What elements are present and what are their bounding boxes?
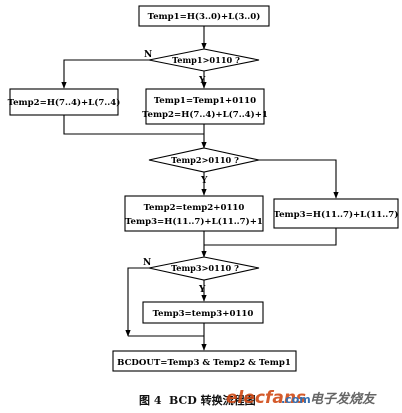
decision-3: Temp3>0110 ? (148, 256, 260, 281)
node-left-1-text: Temp2=H(7..4)+L(7..4) (8, 97, 121, 108)
node-end: BCDOUT=Temp3 & Temp2 & Temp1 (112, 350, 297, 372)
node-left-2-text-a: Temp2=temp2+0110 (144, 203, 245, 213)
node-left-2: Temp2=temp2+0110 Temp3=H(11..7)+L(11..7)… (124, 195, 264, 232)
node-left-1: Temp2=H(7..4)+L(7..4) (8, 88, 121, 116)
decision-2: Temp2>0110 ? (148, 147, 260, 173)
node-start-text: Temp1=H(3..0)+L(3..0) (148, 11, 261, 22)
label-d1-no: N (144, 50, 152, 60)
node-start: Temp1=H(3..0)+L(3..0) (138, 5, 270, 27)
node-left-2-text-b: Temp3=H(11..7)+L(11..7)+1 (125, 216, 263, 227)
watermark: elecfans .com 电子发烧友 (226, 388, 377, 408)
watermark-site: elecfans (226, 388, 306, 408)
node-right-1: Temp1=Temp1+0110 Temp2=H(7..4)+L(7..4)+1 (142, 88, 268, 125)
decision-2-text: Temp2>0110 ? (171, 155, 239, 165)
edge-d2-no (259, 159, 339, 199)
watermark-cn: 电子发烧友 (310, 391, 377, 407)
decision-1-text: Temp1>0110 ? (172, 55, 240, 65)
decision-3-text: Temp3>0110 ? (171, 263, 239, 273)
node-3-text: Temp3=temp3+0110 (153, 309, 254, 319)
label-d3-no: N (143, 258, 151, 268)
label-d1-yes: Y (198, 76, 206, 86)
edge-d3-no (125, 267, 152, 337)
node-right-1-text-b: Temp2=H(7..4)+L(7..4)+1 (142, 109, 268, 120)
node-right-1-text-a: Temp1=Temp1+0110 (154, 96, 256, 106)
node-right-2: Temp3=H(11..7)+L(11..7) (273, 198, 399, 229)
edges (61, 26, 339, 351)
decision-1: Temp1>0110 ? (148, 48, 260, 72)
node-end-text: BCDOUT=Temp3 & Temp2 & Temp1 (117, 358, 291, 368)
edge-d1-no (61, 59, 152, 89)
figure-number: 图 4 (139, 394, 162, 407)
edge-n2right-down (204, 228, 337, 246)
label-d2-yes: Y (200, 176, 208, 186)
node-3: Temp3=temp3+0110 (142, 301, 264, 324)
node-right-2-text: Temp3=H(11..7)+L(11..7) (274, 209, 399, 220)
watermark-domain: .com (281, 393, 311, 406)
figure-title: BCD 转换流程图 (169, 393, 256, 407)
edge-n1left-down (63, 115, 204, 135)
label-d3-yes: Y (198, 285, 206, 295)
